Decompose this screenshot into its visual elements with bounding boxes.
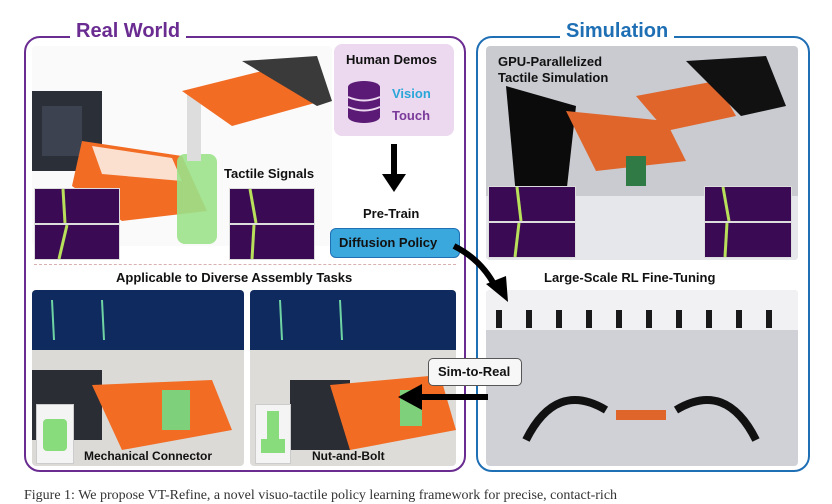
diffusion-policy-label: Diffusion Policy [339,235,438,250]
real-world-title: Real World [70,20,187,43]
database-icon [347,81,381,123]
bolt-thumbnail [255,404,291,464]
connector-thumbnail [36,404,74,464]
simulation-title: Simulation [560,20,675,43]
down-arrow-icon [382,144,406,192]
tactile-map-real-right-top [229,188,315,224]
vision-label: Vision [392,86,431,101]
pretrain-label: Pre-Train [363,206,420,221]
diffusion-policy-box [330,228,460,258]
task-label-connector: Mechanical Connector [84,449,213,463]
tactile-map-sim-right-bottom [704,222,792,258]
tactile-map-sim-left-top [488,186,576,222]
tactile-map-real-right-bottom [229,224,315,260]
tactile-map-real-left-bottom [34,224,120,260]
human-demos-title: Human Demos [346,52,438,67]
rl-grid-photo [486,290,798,466]
assembly-heading: Applicable to Diverse Assembly Tasks [116,270,353,285]
gpu-label-line1: GPU-Parallelized [498,54,603,69]
touch-label: Touch [392,108,431,123]
sim-to-real-label: Sim-to-Real [438,364,511,379]
rl-finetuning-label: Large-Scale RL Fine-Tuning [544,270,716,285]
sim-to-real-arrow-icon [398,384,488,410]
task-label-nut-bolt: Nut-and-Bolt [312,449,385,463]
policy-to-rl-arrow-icon [452,243,508,302]
tactile-map-sim-right-top [704,186,792,222]
sim-to-real-box [428,358,522,386]
divider [34,264,456,265]
caption-partial: Figure 1: We propose VT-Refine, a novel … [24,488,618,503]
gpu-label-line2: Tactile Simulation [498,70,609,85]
tactile-signals-label: Tactile Signals [224,166,315,181]
task-photo-connector [32,290,244,466]
tactile-map-real-left-top [34,188,120,224]
tactile-map-sim-left-bottom [488,222,576,258]
